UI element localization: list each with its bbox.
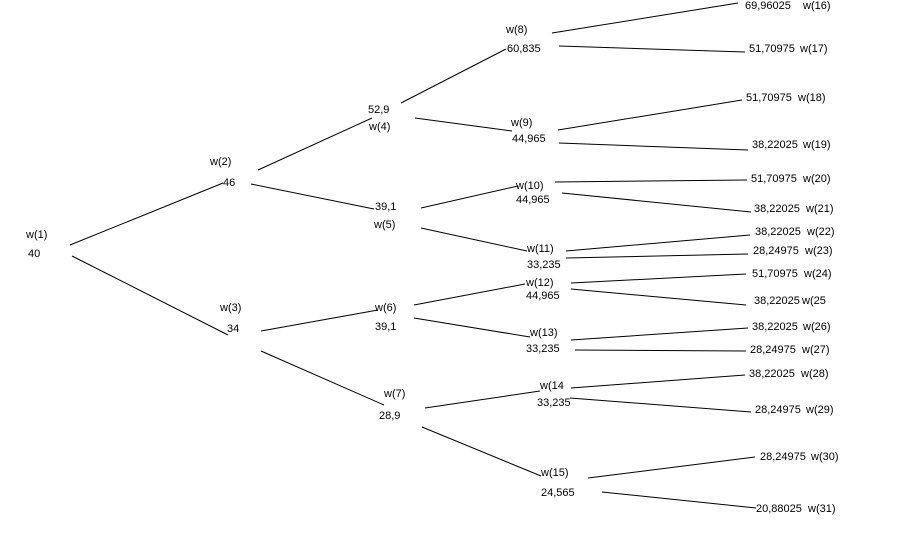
node-value-w1: 40 <box>28 248 41 260</box>
node-name-w7: w(7) <box>384 388 406 400</box>
edge-w11-w22 <box>565 234 751 252</box>
node-name-w5: w(5) <box>374 219 396 231</box>
node-name-w14: w(14 <box>540 380 564 392</box>
leaf-name-w29: w(29) <box>806 404 834 416</box>
leaf-name-w21: w(21) <box>806 203 834 215</box>
leaf-value-w24: 51,70975 <box>752 268 798 280</box>
edge-w5-w11 <box>420 227 528 252</box>
leaf-name-w25: w(25 <box>802 295 826 307</box>
node-name-w6: w(6) <box>375 302 397 314</box>
edge-w5-w10 <box>420 185 519 209</box>
edge-w6-w13 <box>413 317 531 338</box>
leaf-value-w26: 38,22025 <box>752 321 798 333</box>
edge-w3-w7 <box>260 350 385 406</box>
leaf-value-w16: 69,96025 <box>745 0 791 12</box>
node-name-w1: w(1) <box>26 229 48 241</box>
edge-w1-w2 <box>69 182 224 246</box>
node-value-w3: 34 <box>227 323 240 335</box>
node-name-w8: w(8) <box>506 24 528 36</box>
node-value-w6: 39,1 <box>375 321 397 333</box>
edge-w2-w5 <box>250 183 375 210</box>
edge-w1-w3 <box>71 255 229 336</box>
leaf-value-w19: 38,22025 <box>752 139 798 151</box>
edge-w4-w8 <box>400 48 507 104</box>
node-value-w12: 44,965 <box>526 290 560 302</box>
node-name-w4: w(4) <box>369 121 391 133</box>
leaf-value-w18: 51,70975 <box>746 92 792 104</box>
leaf-name-w20: w(20) <box>803 173 831 185</box>
node-value-w13: 33,235 <box>526 343 560 355</box>
leaf-name-w19: w(19) <box>803 139 831 151</box>
node-name-w11: w(11) <box>527 243 554 255</box>
leaf-value-w22: 38,22025 <box>755 226 801 238</box>
leaf-name-w16: w(16) <box>803 0 831 12</box>
leaf-value-w30: 28,24975 <box>760 451 806 463</box>
edge-w10-w20 <box>554 179 748 183</box>
edge-w6-w12 <box>413 283 526 306</box>
leaf-value-w29: 28,24975 <box>755 404 801 416</box>
leaf-name-w24: w(24) <box>804 268 832 280</box>
node-name-w10: w(10) <box>516 180 544 192</box>
edge-w4-w9 <box>414 117 513 132</box>
leaf-value-w20: 51,70975 <box>751 173 797 185</box>
edge-w15-w30 <box>587 456 756 479</box>
node-value-w9: 44,965 <box>512 133 546 145</box>
node-value-w2: 46 <box>223 177 236 189</box>
leaf-name-w30: w(30) <box>811 451 839 463</box>
leaf-value-w17: 51,70975 <box>749 43 795 55</box>
node-value-w8: 60,835 <box>507 43 541 55</box>
edge-w10-w21 <box>561 192 752 213</box>
edge-w14-w29 <box>569 397 752 413</box>
leaf-name-w18: w(18) <box>798 92 826 104</box>
leaf-value-w23: 28,24975 <box>753 245 799 257</box>
edge-w14-w28 <box>570 374 746 389</box>
node-value-w14: 33,235 <box>537 397 571 409</box>
edge-w13-w27 <box>574 349 747 352</box>
node-value-w10: 44,965 <box>516 194 550 206</box>
node-value-w4: 52,9 <box>368 104 390 116</box>
edge-w11-w23 <box>565 253 749 259</box>
leaf-name-w23: w(23) <box>805 245 833 257</box>
node-name-w12: w(12) <box>526 277 554 289</box>
edge-w2-w4 <box>257 117 373 171</box>
edge-w3-w6 <box>260 309 379 332</box>
leaf-value-w27: 28,24975 <box>750 344 796 356</box>
leaf-value-w28: 38,22025 <box>749 368 795 380</box>
leaf-name-w31: w(31) <box>808 503 836 515</box>
leaf-name-w27: w(27) <box>802 344 830 356</box>
node-value-w11: 33,235 <box>527 259 561 271</box>
leaf-value-w31: 20,88025 <box>756 503 802 515</box>
leaf-value-w25: 38,22025 <box>754 295 800 307</box>
node-value-w7: 28,9 <box>379 410 401 422</box>
edge-w8-w17 <box>558 45 746 53</box>
edge-w13-w26 <box>570 327 749 341</box>
leaf-name-w28: w(28) <box>801 368 829 380</box>
edge-w12-w24 <box>570 273 747 284</box>
leaf-name-w22: w(22) <box>807 226 835 238</box>
node-name-w15: w(15) <box>541 467 569 479</box>
edge-w9-w19 <box>558 142 749 151</box>
edge-w12-w25 <box>570 288 747 306</box>
leaf-value-w21: 38,22025 <box>754 203 800 215</box>
node-name-w3: w(3) <box>220 302 242 314</box>
leaf-name-w17: w(17) <box>800 43 828 55</box>
edge-w7-w15 <box>421 426 542 477</box>
node-name-w13: w(13) <box>530 327 558 339</box>
edge-w8-w16 <box>551 2 739 34</box>
node-value-w5: 39,1 <box>375 201 397 213</box>
leaf-name-w26: w(26) <box>803 321 831 333</box>
edge-w7-w14 <box>424 390 541 409</box>
node-name-w9: w(9) <box>511 117 533 129</box>
edge-w9-w18 <box>557 99 743 131</box>
edge-w15-w31 <box>601 491 757 509</box>
node-value-w15: 24,565 <box>541 487 575 499</box>
node-name-w2: w(2) <box>210 156 232 168</box>
